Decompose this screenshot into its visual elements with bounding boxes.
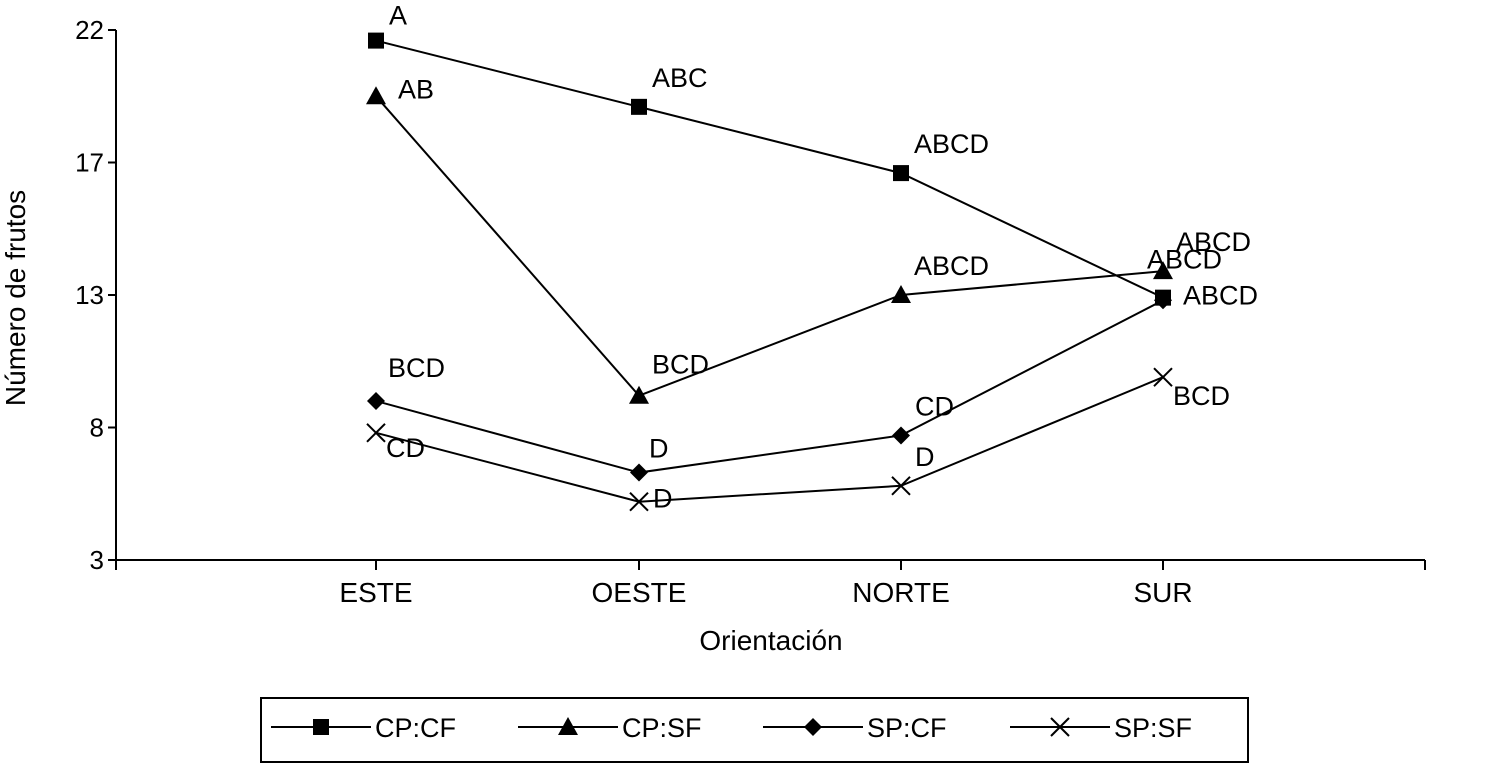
data-label: A [389,1,407,31]
data-point-square [631,98,647,115]
series-CP:CF [368,32,1171,306]
data-label: ABC [652,63,708,93]
y-tick-label: 13 [75,280,104,310]
data-label: BCD [652,350,709,380]
data-label: ABCD [1183,281,1258,311]
legend-item: SP:CF [763,713,947,743]
data-point-triangle [366,86,386,105]
data-point-diamond [367,392,385,410]
data-point-triangle [891,285,911,303]
data-label: D [915,442,935,472]
series-CP:SF [366,86,1173,404]
y-tick-label: 8 [90,413,104,443]
data-point-triangle [1153,261,1173,280]
data-point-triangle [629,385,649,404]
legend-marker [804,718,822,736]
legend-label: SP:CF [867,713,947,743]
y-tick-label: 3 [90,545,104,575]
point-labels: AABCABCDABCDABBCDABCDABCDBCDDCDABCDCDDDB… [386,1,1258,514]
legend-label: CP:SF [622,713,702,743]
series-line [375,376,1164,503]
series-layer [366,32,1173,512]
data-point-x [1153,367,1173,387]
legend-item: SP:SF [1010,713,1192,743]
x-ticks: ESTE OESTE NORTE SUR [115,560,1426,608]
series-line [375,299,1164,474]
data-point-square [893,165,909,182]
data-label: BCD [1173,381,1230,411]
data-point-diamond [892,426,910,445]
data-point-diamond [1154,291,1172,310]
data-point-x [366,423,386,443]
x-tick-label: ESTE [339,577,412,608]
data-label: CD [386,433,425,463]
legend-marker [558,717,578,735]
data-label: ABCD [1147,244,1222,274]
legend: CP:CF CP:SF SP:CF SP:SF [260,697,1249,763]
data-label: D [649,434,669,464]
data-point-x [629,491,649,512]
data-label: ABCD [914,251,989,281]
series-line [375,95,1164,397]
series-line [375,39,1164,299]
y-tick-label: 17 [75,148,104,178]
y-ticks: 3 8 13 17 22 [75,15,116,575]
legend-label: CP:CF [375,713,456,743]
legend-box [260,697,1249,763]
data-label: BCD [388,353,445,383]
legend-marker [1050,717,1070,737]
legend-marker [313,719,329,735]
x-tick-label: NORTE [852,577,950,608]
x-tick-label: SUR [1133,577,1192,608]
data-point-square [368,32,384,49]
y-tick-label: 22 [75,15,104,45]
series-SP:CF [367,291,1172,482]
x-axis-title: Orientación [699,625,842,656]
data-point-diamond [630,463,648,482]
legend-item: CP:SF [518,713,702,743]
legend-item: CP:CF [271,713,456,743]
data-label: D [653,484,673,514]
series-SP:SF [366,367,1173,512]
legend-label: SP:SF [1114,713,1192,743]
y-axis-title: Número de frutos [0,190,31,406]
data-label: ABCD [1176,227,1251,257]
x-tick-label: OESTE [592,577,687,608]
data-label: AB [398,74,434,104]
data-point-x [891,476,911,496]
data-label: CD [915,391,954,421]
data-label: ABCD [914,129,989,159]
